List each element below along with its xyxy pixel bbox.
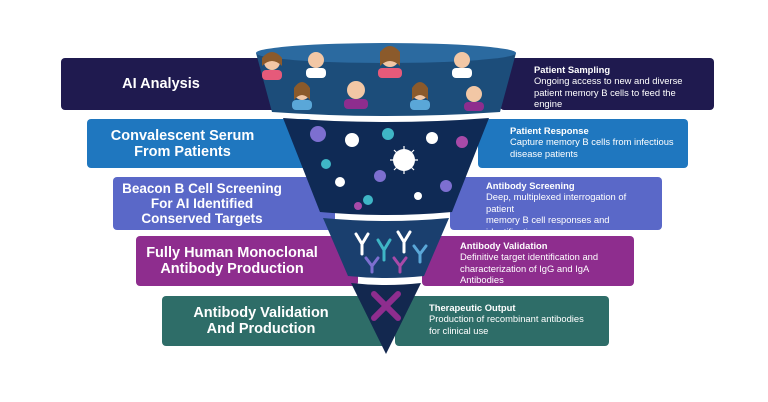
stage-5-left-label: Antibody Validation And Production <box>162 296 390 346</box>
stage-3-left-text: Beacon B Cell Screening For AI Identifie… <box>122 181 282 226</box>
stage-1-right-box: Patient Sampling Ongoing access to new a… <box>500 58 714 110</box>
stage-5-left-text: Antibody Validation And Production <box>193 305 329 337</box>
stage-3-right-box: Antibody Screening Deep, multiplexed int… <box>450 177 662 248</box>
stage-4-right-title: Antibody Validation <box>460 240 548 251</box>
stage-1-right-title: Patient Sampling <box>534 64 611 75</box>
antibody-icon <box>323 218 449 278</box>
stage-1-left-text: AI Analysis <box>122 76 200 92</box>
therapeutic-icon <box>351 283 421 354</box>
people-icon <box>256 43 516 116</box>
stage-2-right-desc: Capture memory B cells from infectious d… <box>510 136 674 159</box>
stage-1-right-desc: Ongoing access to new and diverse patien… <box>534 75 683 110</box>
stage-5-right-title: Therapeutic Output <box>429 302 516 313</box>
stage-2-right-title: Patient Response <box>510 125 589 136</box>
virus-icon <box>283 118 489 215</box>
stage-3-left-label: Beacon B Cell Screening For AI Identifie… <box>113 177 335 230</box>
stage-5-right-box: Therapeutic Output Production of recombi… <box>395 296 609 346</box>
stage-4-left-label: Fully Human Monoclonal Antibody Producti… <box>136 236 358 286</box>
stage-2-left-label: Convalescent Serum From Patients <box>87 119 312 168</box>
stage-2-right-box: Patient Response Capture memory B cells … <box>478 119 688 168</box>
stage-4-right-box: Antibody Validation Definitive target id… <box>422 236 634 286</box>
stage-4-right-desc: Definitive target identification and cha… <box>460 251 599 286</box>
stage-2-left-text: Convalescent Serum From Patients <box>110 127 255 160</box>
stage-4-left-text: Fully Human Monoclonal Antibody Producti… <box>146 245 318 277</box>
stage-3-right-title: Antibody Screening <box>486 180 575 191</box>
stage-5-right-desc: Production of recombinant antibodies for… <box>429 313 584 336</box>
